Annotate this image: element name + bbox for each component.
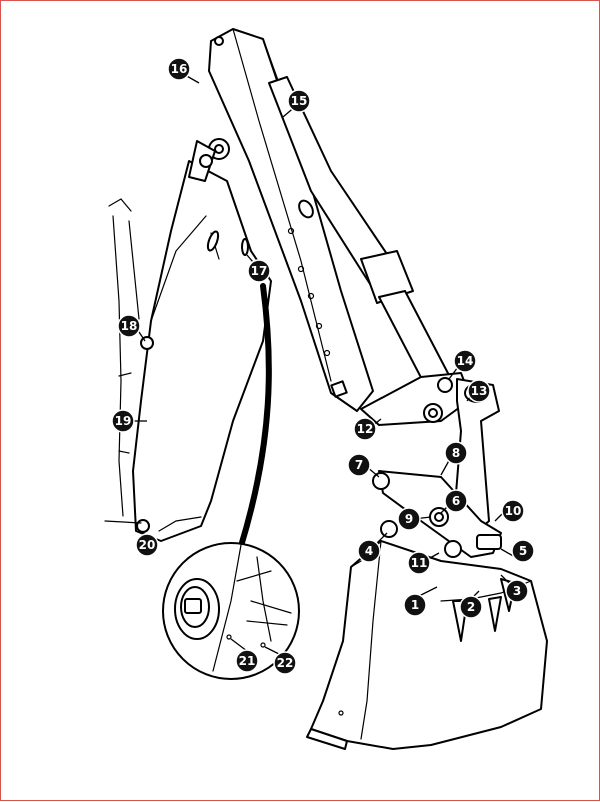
- callout-2: 2: [459, 595, 483, 619]
- detail-inset: [162, 542, 300, 680]
- callout-17: 17: [247, 259, 271, 283]
- callout-7: 7: [347, 453, 371, 477]
- callout-17-label: 17: [251, 264, 268, 278]
- callout-8: 8: [444, 441, 468, 465]
- callout-5-label: 5: [519, 544, 527, 558]
- callout-11: 11: [407, 551, 431, 575]
- callout-15-label: 15: [291, 94, 308, 108]
- callout-22-label: 22: [277, 656, 294, 670]
- dipper-arm: [208, 28, 374, 412]
- callout-20-label: 20: [139, 538, 156, 552]
- callout-14-label: 14: [457, 354, 474, 368]
- boom: [132, 160, 272, 549]
- callout-18-label: 18: [121, 319, 138, 333]
- callout-4-label: 4: [365, 544, 373, 558]
- callout-13: 13: [467, 379, 491, 403]
- bucket-linkage: [360, 372, 502, 593]
- callout-15: 15: [287, 89, 311, 113]
- callout-3-label: 3: [513, 584, 521, 598]
- callout-20: 20: [135, 533, 159, 557]
- callout-21: 21: [235, 649, 259, 673]
- callout-9-label: 9: [405, 512, 413, 526]
- boom-cylinder: [188, 140, 216, 182]
- callout-10-label: 10: [505, 504, 522, 518]
- callout-8-label: 8: [452, 446, 460, 460]
- callout-10: 10: [501, 499, 525, 523]
- callout-9: 9: [397, 507, 421, 531]
- bucket-cylinder: [268, 76, 452, 390]
- callout-19-label: 19: [115, 414, 132, 428]
- callout-3: 3: [505, 579, 529, 603]
- callout-16-label: 16: [171, 62, 188, 76]
- callout-16: 16: [167, 57, 191, 81]
- bucket: [306, 540, 548, 750]
- callout-6-label: 6: [452, 494, 460, 508]
- callout-21-label: 21: [239, 654, 256, 668]
- cab-outline: [104, 198, 142, 524]
- callout-6: 6: [444, 489, 468, 513]
- callout-5: 5: [511, 539, 535, 563]
- callout-18: 18: [117, 314, 141, 338]
- callout-4: 4: [357, 539, 381, 563]
- callout-7-label: 7: [355, 458, 363, 472]
- callout-14: 14: [453, 349, 477, 373]
- callout-12-label: 12: [357, 422, 374, 436]
- callout-11-label: 11: [411, 556, 428, 570]
- callout-1-label: 1: [411, 598, 419, 612]
- callout-1: 1: [403, 593, 427, 617]
- callout-19: 19: [111, 409, 135, 433]
- callout-13-label: 13: [471, 384, 488, 398]
- callout-12: 12: [353, 417, 377, 441]
- callout-2-label: 2: [467, 600, 475, 614]
- callout-22: 22: [273, 651, 297, 675]
